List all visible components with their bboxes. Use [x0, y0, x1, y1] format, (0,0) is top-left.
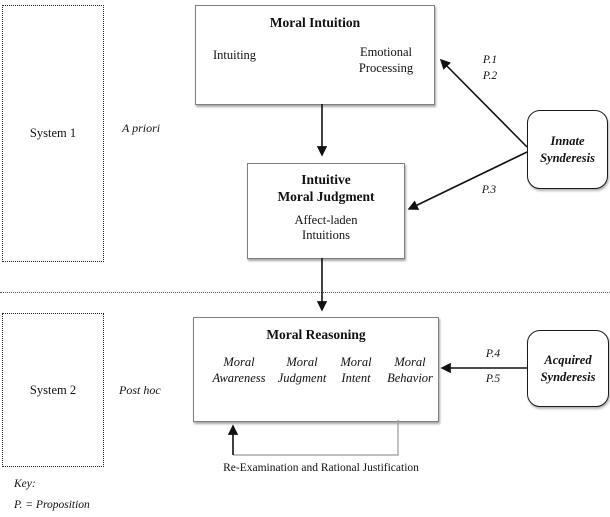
moral-judgment-label: Moral Judgment — [277, 355, 327, 385]
intuitive-moral-judgment-box: Intuitive Moral Judgment Affect-laden In… — [247, 163, 405, 259]
key-proposition: P. = Proposition — [14, 499, 90, 511]
acquired-synderesis-label: Acquired Synderesis — [540, 353, 596, 384]
system-separator-line — [0, 292, 610, 293]
arrow-innate-to-judgment — [407, 151, 528, 210]
key-title: Key: — [14, 478, 36, 490]
moral-intuition-title: Moral Intuition — [269, 15, 361, 30]
moral-awareness-label: Moral Awareness — [212, 355, 266, 385]
moral-intent-label: Moral Intent — [340, 355, 372, 385]
intuiting-label: Intuiting — [213, 48, 257, 62]
moral-intuition-box: Moral Intuition Intuiting Emotional Proc… — [195, 5, 435, 105]
system1-label: System 1 — [29, 126, 77, 140]
key-block: Key: P. = Proposition — [14, 478, 90, 517]
intuitive-moral-judgment-title: Intuitive Moral Judgment — [277, 172, 375, 204]
moral-behavior-label: Moral Behavior — [387, 355, 433, 385]
moral-reasoning-title: Moral Reasoning — [266, 327, 366, 342]
p3-label: P.3 — [481, 184, 497, 196]
innate-synderesis-label: Innate Synderesis — [540, 134, 595, 165]
p5-label: P.5 — [485, 373, 501, 385]
feedback-loop-line — [233, 420, 399, 456]
p1-label: P.1 — [482, 54, 498, 66]
system1-box: System 1 — [2, 5, 104, 262]
emotional-processing-label: Emotional Processing — [358, 45, 414, 75]
moral-reasoning-box: Moral Reasoning Moral Awareness Moral Ju… — [193, 317, 439, 422]
acquired-synderesis-box: Acquired Synderesis — [527, 330, 609, 407]
system2-box: System 2 — [2, 313, 104, 467]
system2-label: System 2 — [29, 382, 77, 397]
reexamination-label: Re-Examination and Rational Justificatio… — [223, 462, 419, 474]
p2-label: P.2 — [482, 70, 498, 82]
a-priori-label: A priori — [122, 121, 161, 135]
post-hoc-label: Post hoc — [119, 383, 161, 397]
innate-synderesis-box: Innate Synderesis — [527, 110, 608, 189]
p4-label: P.4 — [485, 348, 501, 360]
affect-laden-intuitions-label: Affect-laden Intuitions — [294, 212, 358, 243]
